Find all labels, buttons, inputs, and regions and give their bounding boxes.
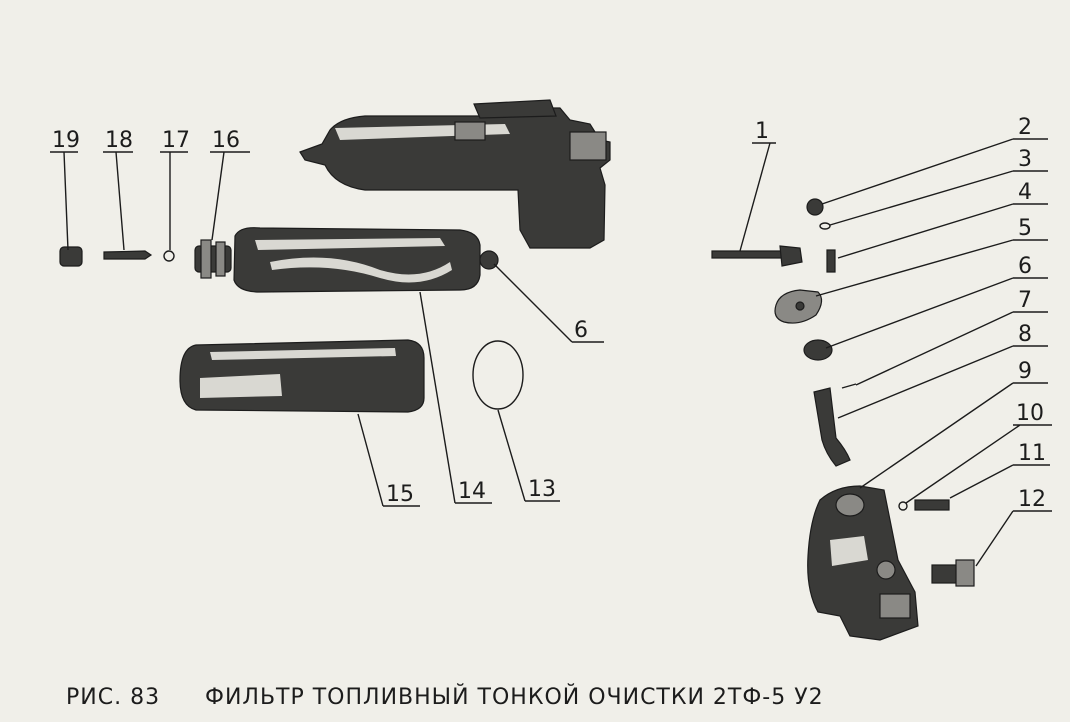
callout-7: 7 (1018, 288, 1032, 313)
callout-13: 13 (528, 477, 556, 502)
filter-element (233, 227, 499, 293)
leader-lines (50, 138, 1052, 567)
part-5-plate (774, 289, 823, 324)
callout-9: 9 (1018, 359, 1032, 384)
part-18-pin (103, 250, 153, 260)
callout-19: 19 (52, 128, 80, 153)
part-7-wire (841, 383, 857, 389)
part-6-cap (803, 339, 833, 361)
part-17-ring (163, 250, 175, 262)
callout-15: 15 (386, 482, 414, 507)
part-12-fitting (931, 559, 975, 587)
part-3-washer (819, 222, 831, 230)
caption-fig-number: РИС. 83 (66, 685, 160, 710)
part-10-washer (898, 501, 908, 511)
part-8-spring (813, 387, 851, 467)
callout-4: 4 (1018, 180, 1032, 205)
figure-caption: РИС. 83 ФИЛЬТР ТОПЛИВНЫЙ ТОНКОЙ ОЧИСТКИ … (66, 684, 824, 710)
part-1-bolt (711, 245, 803, 267)
part-15-bowl (179, 339, 425, 413)
callout-labels: 1 2 3 4 5 6 7 8 9 10 11 12 13 14 15 16 1… (52, 115, 1046, 512)
callout-11: 11 (1018, 441, 1046, 466)
callout-16: 16 (212, 128, 240, 153)
part-9-cover-body (807, 485, 919, 641)
callout-17: 17 (162, 128, 190, 153)
callout-14: 14 (458, 479, 486, 504)
callout-1: 1 (755, 119, 769, 144)
callout-3: 3 (1018, 147, 1032, 172)
part-11-screw (914, 499, 950, 511)
callout-12: 12 (1018, 487, 1046, 512)
callout-6-center: 6 (574, 318, 588, 343)
part-19-nut (59, 246, 83, 267)
callout-18: 18 (105, 128, 133, 153)
part-16-fitting (194, 239, 232, 279)
assembled-filter (299, 99, 611, 249)
callout-10: 10 (1016, 401, 1044, 426)
callout-2: 2 (1018, 115, 1032, 140)
part-4-pin (826, 249, 836, 273)
caption-title: ФИЛЬТР ТОПЛИВНЫЙ ТОНКОЙ ОЧИСТКИ 2ТФ-5 У2 (205, 684, 824, 710)
callout-8: 8 (1018, 322, 1032, 347)
part-13-oring (472, 340, 524, 410)
part-2-nut (806, 198, 824, 216)
callout-6-right: 6 (1018, 254, 1032, 279)
callout-5: 5 (1018, 216, 1032, 241)
